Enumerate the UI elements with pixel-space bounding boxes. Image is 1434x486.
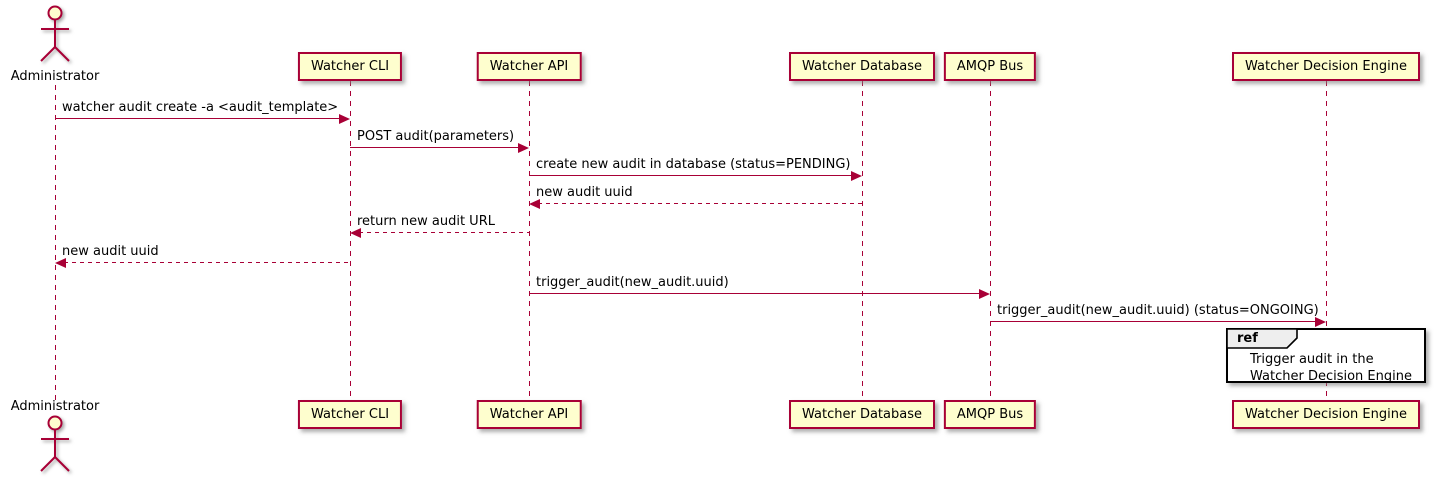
actor-figure-administrator-bottom <box>37 414 73 478</box>
message-arrowhead-0 <box>339 114 350 124</box>
message-line-2 <box>529 175 853 176</box>
participant-box-watcher-api-bottom: Watcher API <box>476 400 582 429</box>
participant-box-watcher-cli-top: Watcher CLI <box>297 52 403 81</box>
message-arrowhead-2 <box>851 171 862 181</box>
actor-label-administrator-top: Administrator <box>10 69 100 84</box>
message-label-3: new audit uuid <box>536 185 633 200</box>
message-arrowhead-4 <box>350 228 361 238</box>
ref-text-line: Watcher Decision Engine <box>1250 369 1412 384</box>
message-line-4 <box>359 232 529 233</box>
message-line-3 <box>538 203 862 204</box>
message-line-7 <box>990 321 1317 322</box>
participant-box-watcher-decision-engine-top: Watcher Decision Engine <box>1232 52 1420 81</box>
participant-box-watcher-database-bottom: Watcher Database <box>789 400 935 429</box>
message-arrowhead-6 <box>979 289 990 299</box>
message-label-0: watcher audit create -a <audit_template> <box>62 100 339 115</box>
message-label-1: POST audit(parameters) <box>357 129 515 144</box>
ref-text-line: Trigger audit in the <box>1250 352 1374 367</box>
message-line-1 <box>350 147 520 148</box>
message-line-5 <box>64 262 350 263</box>
message-arrowhead-1 <box>518 143 529 153</box>
ref-tab-shape <box>1226 328 1298 349</box>
message-arrowhead-5 <box>55 258 66 268</box>
message-label-5: new audit uuid <box>62 244 159 259</box>
lifeline-watcher-decision-engine <box>1326 81 1327 400</box>
message-label-4: return new audit URL <box>357 214 495 229</box>
lifeline-watcher-database <box>862 81 863 400</box>
lifeline-amqp-bus <box>990 81 991 400</box>
message-label-6: trigger_audit(new_audit.uuid) <box>536 275 729 290</box>
actor-figure-administrator-top <box>37 4 73 68</box>
participant-box-amqp-bus-bottom: AMQP Bus <box>943 400 1037 429</box>
ref-keyword-label: ref <box>1237 331 1258 346</box>
message-label-7: trigger_audit(new_audit.uuid) (status=ON… <box>997 303 1319 318</box>
ref-text: Trigger audit in the Watcher Decision En… <box>1228 330 1424 385</box>
lifeline-watcher-api <box>529 81 530 400</box>
message-line-6 <box>529 293 981 294</box>
actor-stick-figure <box>40 415 70 472</box>
lifeline-administrator <box>55 85 56 400</box>
lifeline-watcher-cli <box>350 81 351 400</box>
message-arrowhead-3 <box>529 199 540 209</box>
actor-label-administrator-bottom: Administrator <box>10 399 100 414</box>
message-arrowhead-7 <box>1315 317 1326 327</box>
participant-box-watcher-cli-bottom: Watcher CLI <box>297 400 403 429</box>
actor-stick-figure <box>40 5 70 62</box>
participant-box-amqp-bus-top: AMQP Bus <box>943 52 1037 81</box>
message-line-0 <box>55 118 341 119</box>
message-label-2: create new audit in database (status=PEN… <box>536 157 851 172</box>
participant-box-watcher-decision-engine-bottom: Watcher Decision Engine <box>1232 400 1420 429</box>
participant-box-watcher-database-top: Watcher Database <box>789 52 935 81</box>
ref-fragment: ref Trigger audit in the Watcher Decisio… <box>1226 328 1426 385</box>
participant-box-watcher-api-top: Watcher API <box>476 52 582 81</box>
